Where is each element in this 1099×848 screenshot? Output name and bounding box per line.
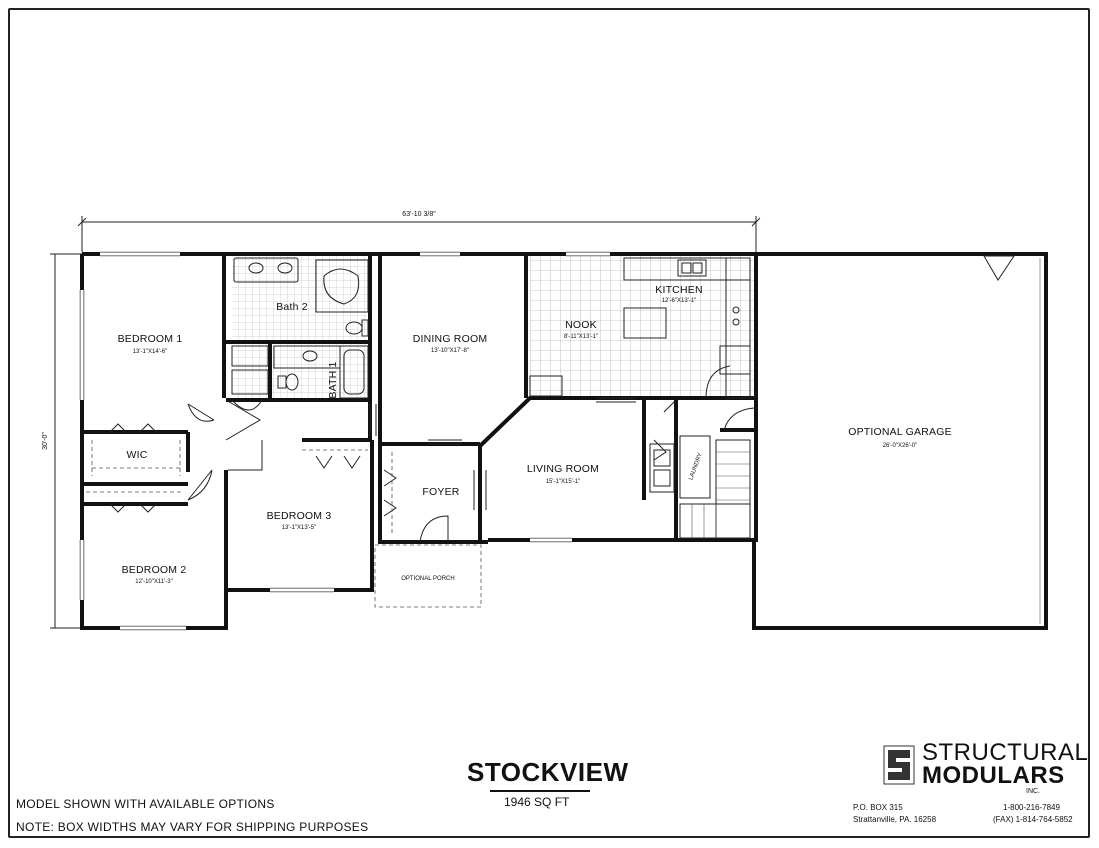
interior-walls xyxy=(82,254,754,590)
room-labels: BEDROOM 1 13'-1"X14'-6" Bath 2 BATH 1 WI… xyxy=(118,284,952,585)
nook-dim: 8'-11"X13'-1" xyxy=(564,334,598,340)
bedroom3-dim: 13'-1"X13'-5" xyxy=(282,525,317,531)
laundry-label: LAUNDRY xyxy=(688,452,703,481)
overall-width-dimension: 63'-10 3/8" xyxy=(77,211,761,252)
overall-width-label: 63'-10 3/8" xyxy=(402,211,436,218)
bedroom1-label: BEDROOM 1 xyxy=(118,333,183,345)
company-address-line1: P.O. BOX 315 xyxy=(853,803,903,812)
kitchen-fixtures xyxy=(529,257,751,399)
bedroom2-label: BEDROOM 2 xyxy=(122,564,187,576)
living-room-dim: 15'-1"X15'-1" xyxy=(546,479,581,485)
dining-room-label: DINING ROOM xyxy=(413,333,488,345)
company-phone: 1-800-216-7849 xyxy=(1003,803,1060,812)
bedroom2-dim: 12'-10"X11'-3" xyxy=(135,579,172,585)
doors xyxy=(109,397,755,543)
company-suffix: INC. xyxy=(1026,788,1040,795)
drawing-sheet-border xyxy=(8,8,1090,838)
optional-porch-outline xyxy=(374,544,482,608)
bath-tile-floor xyxy=(232,256,370,400)
model-title: STOCKVIEW xyxy=(467,757,629,787)
nook-label: NOOK xyxy=(565,319,597,331)
foyer-label: FOYER xyxy=(422,486,459,498)
note-options: MODEL SHOWN WITH AVAILABLE OPTIONS xyxy=(16,797,275,811)
overall-depth-dimension: 30'-0" xyxy=(42,253,82,629)
company-fax: (FAX) 1-814-764-5852 xyxy=(993,815,1073,824)
bath-fixtures xyxy=(231,257,369,399)
bath1-label: BATH 1 xyxy=(327,361,339,398)
structural-modulars-logo-icon xyxy=(883,745,915,785)
kitchen-dim: 12'-6"X13'-1" xyxy=(662,298,697,304)
bedroom3-label: BEDROOM 3 xyxy=(267,510,332,522)
bedroom1-dim: 13'-1"X14'-6" xyxy=(133,349,168,355)
optional-garage-dim: 26'-0"X26'-0" xyxy=(883,443,918,449)
closet-shelves xyxy=(86,440,393,536)
stairs xyxy=(679,439,751,539)
square-footage: 1946 SQ FT xyxy=(504,795,570,809)
overall-depth-label: 30'-0" xyxy=(42,432,49,450)
dining-room-dim: 13'-10"X17'-8" xyxy=(431,348,469,354)
company-address-line2: Strattanville, PA. 16258 xyxy=(853,815,937,824)
optional-porch-label: OPTIONAL PORCH xyxy=(401,576,454,582)
company-name-line2: MODULARS xyxy=(922,762,1065,789)
living-room-label: LIVING ROOM xyxy=(527,463,599,475)
bath2-label: Bath 2 xyxy=(276,301,308,313)
wic-label: WIC xyxy=(126,449,147,461)
company-name-line1: STRUCTURAL xyxy=(922,739,1089,766)
windows xyxy=(79,251,610,631)
note-box-widths: NOTE: BOX WIDTHS MAY VARY FOR SHIPPING P… xyxy=(16,820,369,834)
kitchen-nook-tile-floor xyxy=(530,256,754,398)
kitchen-label: KITCHEN xyxy=(655,284,703,296)
optional-garage-label: OPTIONAL GARAGE xyxy=(848,426,952,438)
garage-walls xyxy=(752,252,1048,630)
laundry-fixtures xyxy=(649,435,711,499)
